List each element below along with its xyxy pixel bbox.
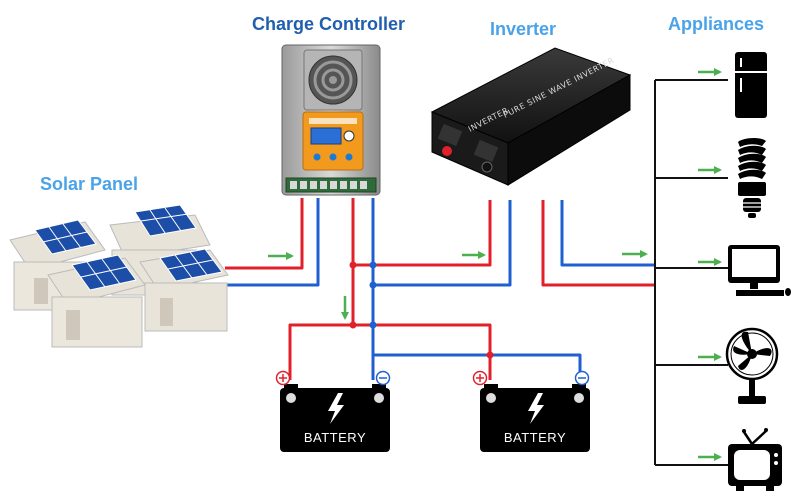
- inverter-ac-red: [541, 200, 655, 287]
- junction-dots: [349, 261, 494, 359]
- charge-controller-label: Charge Controller: [252, 14, 405, 34]
- battery-label: BATTERY: [304, 430, 366, 445]
- battery-1: BATTERY: [275, 370, 391, 452]
- house-right: [139, 248, 229, 332]
- light-bulb-icon: [738, 138, 766, 218]
- solar-negative-wire: [225, 198, 320, 287]
- lcd-screen: [310, 127, 342, 145]
- battery-2: BATTERY: [472, 370, 590, 452]
- battery-positive-bus: [288, 323, 492, 380]
- inverter-positive-wire: [353, 200, 492, 267]
- solar-panel-label: Solar Panel: [40, 174, 138, 194]
- inverter-label: Inverter: [490, 19, 556, 39]
- flow-arrows: [268, 68, 722, 461]
- wires: [225, 79, 728, 466]
- refrigerator-icon: [735, 52, 767, 118]
- battery-label: BATTERY: [504, 430, 566, 445]
- house-front: [47, 254, 146, 348]
- lightning-icon: [328, 393, 344, 424]
- computer-icon: [728, 245, 791, 296]
- solar-panel-houses: [9, 204, 229, 348]
- appliances-label: Appliances: [668, 14, 764, 34]
- charge-controller-device: [281, 44, 381, 196]
- tv-icon: [728, 428, 782, 491]
- inverter-device: PURE SINE WAVE INVERTER INVERTER: [430, 47, 632, 186]
- fan-icon: [725, 327, 779, 404]
- inverter-negative-wire: [373, 200, 512, 287]
- inverter-ac-blue: [560, 200, 655, 267]
- battery-negative-bus: [371, 353, 582, 380]
- lightning-icon: [528, 393, 544, 424]
- solar-positive-wire: [225, 198, 304, 270]
